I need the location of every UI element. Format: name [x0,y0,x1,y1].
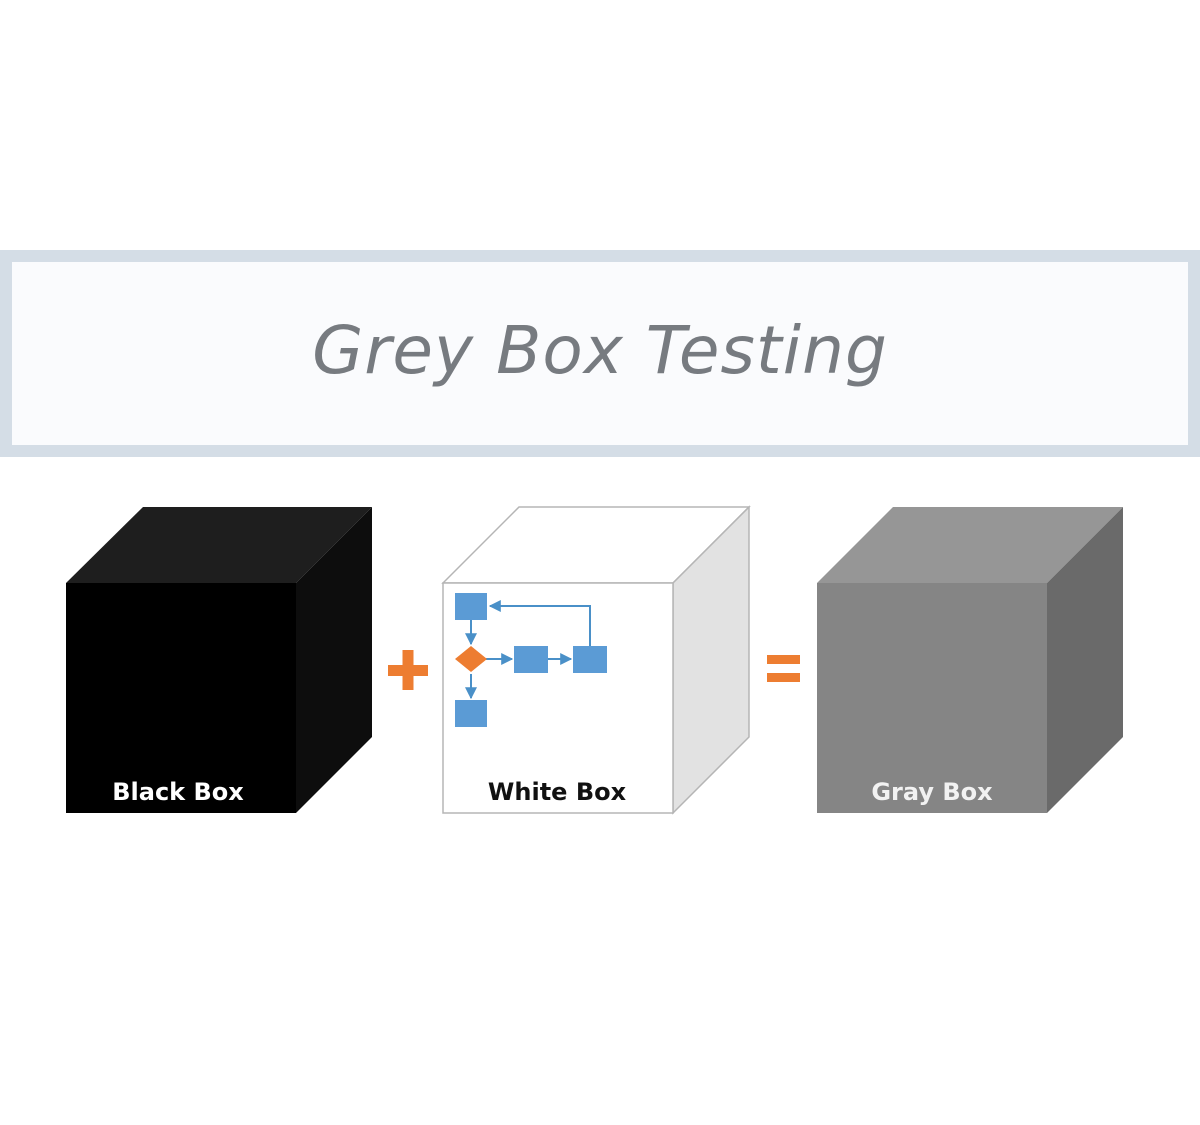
white-box-cube: White Box [441,505,751,815]
flowchart-decision-node [455,646,487,672]
gray-box-cube: Gray Box [817,507,1123,813]
gray-box-side-face [1047,507,1123,813]
gray-box-top-face [817,507,1123,583]
flowchart-icon [455,593,607,727]
black-box-label: Black Box [112,778,244,806]
title-banner: Grey Box Testing [0,250,1200,457]
flowchart-process-node [573,646,607,673]
black-box-front-face [66,583,296,813]
flowchart-start-node [455,593,487,620]
diagram: Black Box [0,490,1200,830]
black-box-top-face [66,507,372,583]
diagram-svg: Black Box [66,505,1123,815]
black-box-cube: Black Box [66,507,372,813]
white-box-front-face [442,582,674,814]
gray-box-front-face [817,583,1047,813]
black-box-side-face [296,507,372,813]
equals-icon [767,655,800,682]
white-box-label: White Box [488,778,627,806]
plus-icon [388,650,428,690]
page-title: Grey Box Testing [312,312,888,389]
flowchart-process-node [514,646,548,673]
flowchart-end-node [455,700,487,727]
gray-box-label: Gray Box [871,778,993,806]
